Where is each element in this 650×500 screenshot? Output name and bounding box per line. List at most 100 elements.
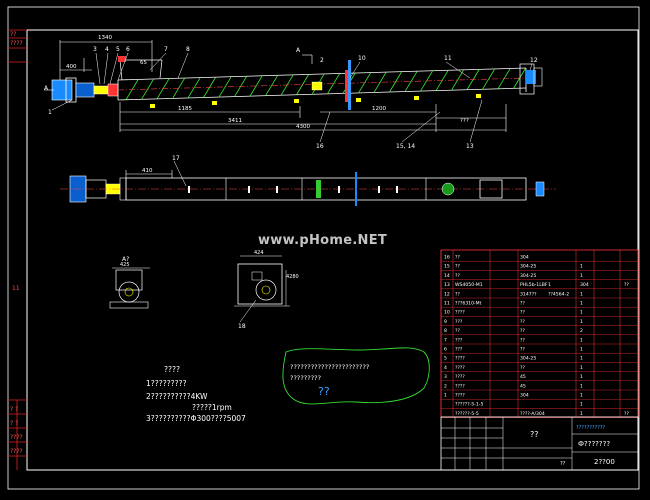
aux-view-a: A? 425: [109, 256, 150, 309]
bom-cell: ??????-5-1-5: [455, 402, 483, 408]
bom-cell: ??: [520, 347, 525, 353]
dim-aux2-b: 4280: [286, 274, 299, 280]
bom-cell: 1: [580, 273, 583, 279]
dim-mid-2: 1200: [372, 106, 386, 112]
cloud-line-2: ?????????: [290, 374, 321, 382]
bom-cell: 6: [444, 347, 447, 353]
bom-cell: ??: [455, 291, 460, 297]
cloud-line-1: ???????????????????????: [290, 363, 369, 371]
section-letter: A: [44, 85, 49, 92]
front-elevation: 1340 400 65: [44, 35, 543, 132]
bom-cell: 1: [580, 264, 583, 270]
note-line-4: 3??????????Φ300????5007: [146, 414, 246, 423]
section-marker: A A: [44, 47, 313, 92]
title-block-title: ??: [530, 430, 539, 439]
balloon-18: 18: [238, 323, 246, 330]
dim-total: 3411: [228, 118, 242, 124]
bom-cell: ??: [520, 365, 525, 371]
dim-top-span: 1340: [98, 35, 112, 41]
flight-segment: [327, 73, 340, 95]
bom-cell: ????: [455, 374, 465, 380]
bom-cell: ????-A/304: [520, 411, 545, 417]
bom-cell: ??: [520, 328, 525, 334]
strip-label-6: ????: [10, 434, 23, 441]
motor-body: [51, 79, 73, 101]
flight-segment: [141, 79, 154, 100]
bom-cell: ??: [624, 411, 629, 417]
title-block-subtitle: Ф???????: [578, 440, 610, 448]
bom-cell: 13: [444, 282, 450, 288]
strip-label-7: ????: [10, 448, 23, 455]
bottom-dimensions: [119, 102, 507, 132]
bom-cell: ???: [455, 337, 463, 343]
bom-cell: ??: [520, 319, 525, 325]
bom-cell: 1: [580, 374, 583, 380]
aux-view-label: A?: [122, 256, 129, 263]
bom-cell: 304: [520, 393, 529, 399]
bom-cell: 1: [580, 393, 583, 399]
bom-cell: ??: [455, 273, 460, 279]
section-arrow-label: A: [296, 47, 301, 54]
bom-cell: ????: [455, 393, 465, 399]
bom-cell: ????: [455, 310, 465, 316]
bom-cell: 1: [580, 337, 583, 343]
bom-cell: 3147??: [520, 291, 537, 297]
plan-inlet-port: [441, 182, 455, 196]
balloon-13: 13: [466, 143, 474, 150]
plan-bearing: [316, 180, 321, 198]
dim-aux1: 425: [120, 262, 130, 268]
bom-cell: 3: [444, 374, 447, 380]
note-line-3: ?????1rpm: [192, 403, 232, 412]
bom-cell: 10: [444, 310, 450, 316]
flight-segment: [482, 69, 495, 90]
dim-mid-1: 1185: [178, 106, 192, 112]
dim-left-offset: 400: [66, 64, 77, 70]
bom-cell: ???: [455, 347, 463, 353]
site-watermark: www.pHome.NET: [258, 233, 388, 248]
bom-cell: 11: [444, 301, 450, 307]
dim-right: ???: [460, 118, 469, 124]
balloon-7: 7: [164, 46, 168, 53]
balloon-17: 17: [172, 155, 180, 162]
bom-cell: 1: [580, 356, 583, 362]
left-strip: [8, 29, 27, 470]
bom-cell: 14: [444, 273, 450, 279]
strip-label-1: ??: [10, 31, 16, 38]
inlet-hopper: [118, 56, 163, 81]
balloon-6: 6: [126, 46, 130, 53]
part-balloons: 3 4 5 6 7 8 1 2 10 11 12 16 15, 14 13 17…: [48, 46, 538, 330]
strip-label-4: ? ?: [10, 406, 18, 413]
discharge-end: [519, 63, 543, 95]
bom-cell: 1: [580, 402, 583, 408]
leader-lines: [51, 52, 533, 323]
title-block-drawing-no: 2??00: [594, 458, 615, 466]
left-strip-labels: ?? ???? 11 ? ? ? ? ???? ????: [10, 31, 23, 455]
bom-cell: ????: [455, 383, 465, 389]
bom-cell: 304-25: [520, 273, 536, 279]
bom-cell: 1: [580, 310, 583, 316]
balloon-4: 4: [105, 46, 109, 53]
bom-cell: ??: [455, 328, 460, 334]
bom-cell: 45: [520, 383, 526, 389]
bom-cell: 304-25: [520, 356, 536, 362]
title-block: ?? Ф??????? 2??00 ?? ???????????: [440, 416, 639, 471]
bom-cell: ??4564-2: [548, 291, 569, 297]
bom-cell: 2: [580, 328, 583, 334]
bom-cell: 304: [580, 282, 589, 288]
coupling: [93, 85, 109, 95]
flight-segment: [373, 72, 387, 93]
bom-cell: 4: [444, 365, 447, 371]
bom-cell: ??: [455, 264, 460, 270]
bom-cell: WS4050-M1: [455, 282, 483, 288]
intermediate-bearings: [311, 60, 351, 110]
bom-cell: 1: [580, 291, 583, 297]
balloon-3: 3: [93, 46, 97, 53]
bom-cell: ????: [455, 365, 465, 371]
bom-cell: 1: [580, 383, 583, 389]
bom-cell: 1: [444, 393, 447, 399]
plan-outlet-port: [479, 179, 503, 199]
strip-label-5: ? ?: [10, 420, 18, 427]
bom-cell: ??: [520, 301, 525, 307]
